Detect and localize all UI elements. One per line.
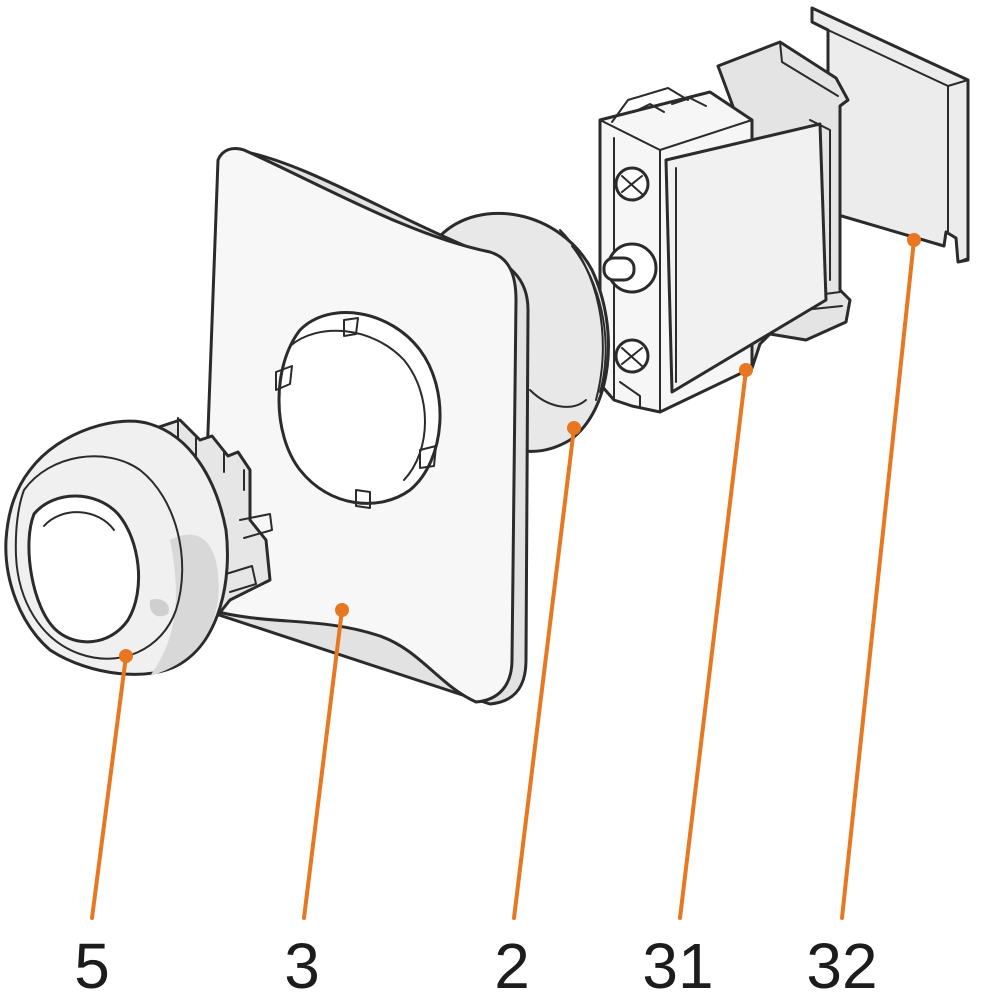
plunger bbox=[602, 256, 636, 282]
leader-dot-3 bbox=[335, 603, 349, 617]
callout-label-3: 3 bbox=[284, 930, 320, 1000]
part-5-pushbutton bbox=[4, 417, 273, 676]
callout-label-32: 32 bbox=[806, 930, 877, 1000]
leader-line-3 bbox=[302, 608, 344, 920]
callout-label-2: 2 bbox=[494, 930, 530, 1000]
leader-dot-32 bbox=[907, 233, 921, 247]
leader-line-32 bbox=[840, 238, 916, 920]
pushbutton-lens bbox=[27, 494, 141, 644]
mounting-hole bbox=[277, 311, 442, 505]
part-3-mounting-plate bbox=[200, 146, 530, 706]
leader-dot-5 bbox=[119, 649, 133, 663]
leader-line-2 bbox=[512, 426, 576, 920]
callout-labels: 5 3 2 31 32 bbox=[74, 930, 877, 1000]
callout-label-31: 31 bbox=[642, 930, 713, 1000]
part-32-mounting-bracket bbox=[810, 6, 970, 264]
callout-label-5: 5 bbox=[74, 930, 110, 1000]
leader-lines bbox=[90, 233, 921, 920]
leader-dot-2 bbox=[567, 421, 581, 435]
part-31-contact-block bbox=[598, 40, 852, 414]
leader-line-5 bbox=[90, 654, 128, 920]
leader-line-31 bbox=[678, 368, 748, 920]
leader-dot-31 bbox=[739, 363, 753, 377]
